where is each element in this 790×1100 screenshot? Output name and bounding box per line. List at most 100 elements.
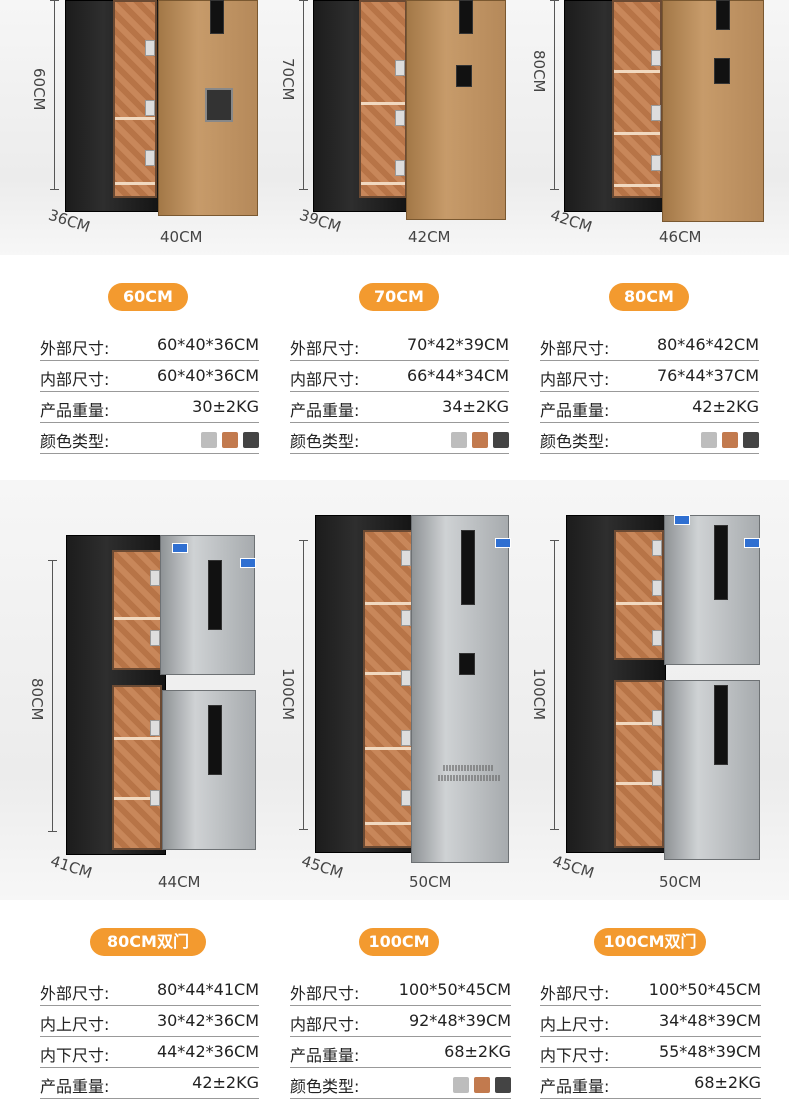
spec-row: 外部尺寸:60*40*36CM: [40, 330, 259, 361]
color-swatch-silver[interactable]: [201, 432, 217, 448]
spec-row: 内部尺寸:60*40*36CM: [40, 361, 259, 392]
sticker-icon: [172, 543, 188, 553]
brand-label-icon: [438, 775, 500, 781]
color-swatch-dark[interactable]: [493, 432, 509, 448]
product-image: 70CM 39CM 42CM: [263, 0, 526, 255]
color-row: 颜色类型:: [540, 423, 759, 454]
product-image: 80CM 42CM 46CM: [526, 0, 789, 255]
sticker-icon: [240, 558, 256, 568]
color-swatch-bronze[interactable]: [474, 1077, 490, 1093]
height-line: [48, 560, 57, 832]
height-line: [50, 0, 59, 190]
spec-row: 外部尺寸:100*50*45CM: [540, 975, 761, 1006]
size-badge: 100CM双门: [594, 928, 706, 956]
color-swatch-silver[interactable]: [453, 1077, 469, 1093]
width-dimension: 50CM: [409, 873, 452, 891]
color-swatch-silver[interactable]: [451, 432, 467, 448]
height-line: [550, 0, 559, 190]
fingerprint-icon: [714, 58, 730, 84]
product-card-80cm-double: 80CM 41CM 44CM 80CM双门 外部尺寸:80*44*41CM: [0, 480, 263, 1100]
color-row: 颜色类型:: [290, 423, 509, 454]
product-image: 80CM 41CM 44CM: [0, 480, 263, 900]
keypad-icon: [208, 560, 222, 630]
brand-label-icon: [443, 765, 493, 771]
spec-row: 内下尺寸:44*42*36CM: [40, 1037, 259, 1068]
spec-row: 内上尺寸:34*48*39CM: [540, 1006, 761, 1037]
height-line: [299, 540, 308, 830]
product-image: 60CM 36CM 40CM: [0, 0, 263, 255]
spec-row: 内下尺寸:55*48*39CM: [540, 1037, 761, 1068]
color-swatch-dark[interactable]: [743, 432, 759, 448]
spec-list: 外部尺寸:100*50*45CM 内部尺寸:92*48*39CM 产品重量:68…: [290, 975, 511, 1099]
spec-list: 外部尺寸:80*44*41CM 内上尺寸:30*42*36CM 内下尺寸:44*…: [40, 975, 259, 1099]
width-dimension: 42CM: [408, 228, 451, 246]
sticker-icon: [495, 538, 511, 548]
handle-icon: [205, 88, 233, 122]
height-dimension: 70CM: [279, 58, 297, 101]
color-row: 颜色类型:: [40, 423, 259, 454]
color-swatch-dark[interactable]: [495, 1077, 511, 1093]
keypad-icon: [714, 685, 728, 765]
width-dimension: 46CM: [659, 228, 702, 246]
color-swatch-silver[interactable]: [701, 432, 717, 448]
spec-list: 外部尺寸:100*50*45CM 内上尺寸:34*48*39CM 内下尺寸:55…: [540, 975, 761, 1099]
spec-row: 内上尺寸:30*42*36CM: [40, 1006, 259, 1037]
spec-row: 产品重量:42±2KG: [40, 1068, 259, 1099]
spec-list: 外部尺寸:60*40*36CM 内部尺寸:60*40*36CM 产品重量:30±…: [40, 330, 259, 454]
spec-list: 外部尺寸:70*42*39CM 内部尺寸:66*44*34CM 产品重量:34±…: [290, 330, 509, 454]
sticker-icon: [744, 538, 760, 548]
depth-dimension: 45CM: [550, 851, 597, 883]
fingerprint-icon: [459, 653, 475, 675]
color-swatch-dark[interactable]: [243, 432, 259, 448]
color-swatch-bronze[interactable]: [722, 432, 738, 448]
spec-row: 外部尺寸:100*50*45CM: [290, 975, 511, 1006]
sticker-icon: [674, 515, 690, 525]
color-row: 颜色类型:: [290, 1068, 511, 1099]
color-swatch-bronze[interactable]: [222, 432, 238, 448]
height-dimension: 100CM: [530, 668, 548, 721]
size-badge: 100CM: [359, 928, 439, 956]
width-dimension: 44CM: [158, 873, 201, 891]
spec-row: 产品重量:34±2KG: [290, 392, 509, 423]
spec-row: 产品重量:30±2KG: [40, 392, 259, 423]
height-dimension: 100CM: [279, 668, 297, 721]
height-line: [299, 0, 308, 190]
spec-row: 外部尺寸:70*42*39CM: [290, 330, 509, 361]
color-swatch-bronze[interactable]: [472, 432, 488, 448]
product-card-70cm: 70CM 39CM 42CM 70CM 外部尺寸:70*42*39CM 内部尺寸…: [263, 0, 526, 460]
fingerprint-icon: [456, 65, 472, 87]
height-line: [550, 540, 559, 830]
product-card-100cm: 100CM 45CM 50CM 100CM 外部尺寸:100*50*45: [263, 480, 526, 1100]
keypad-icon: [461, 530, 475, 605]
product-image: 100CM 45CM 50CM: [263, 480, 526, 900]
height-dimension: 60CM: [30, 68, 48, 111]
keypad-icon: [714, 525, 728, 600]
spec-row: 外部尺寸:80*46*42CM: [540, 330, 759, 361]
spec-list: 外部尺寸:80*46*42CM 内部尺寸:76*44*37CM 产品重量:42±…: [540, 330, 759, 454]
spec-row: 产品重量:68±2KG: [540, 1068, 761, 1099]
width-dimension: 40CM: [160, 228, 203, 246]
product-card-80cm: 80CM 42CM 46CM 80CM 外部尺寸:80*46*42CM 内部尺寸…: [526, 0, 789, 460]
keypad-icon: [210, 0, 224, 34]
keypad-icon: [208, 705, 222, 775]
spec-row: 内部尺寸:66*44*34CM: [290, 361, 509, 392]
depth-dimension: 41CM: [48, 851, 95, 883]
spec-row: 产品重量:42±2KG: [540, 392, 759, 423]
keypad-icon: [716, 0, 730, 30]
product-card-100cm-double: 100CM 45CM 50CM 100CM双门 外部尺寸:10: [526, 480, 789, 1100]
keypad-icon: [459, 0, 473, 34]
size-badge: 80CM双门: [90, 928, 206, 956]
size-badge: 60CM: [108, 283, 188, 311]
width-dimension: 50CM: [659, 873, 702, 891]
depth-dimension: 45CM: [299, 851, 346, 883]
spec-row: 产品重量:68±2KG: [290, 1037, 511, 1068]
spec-row: 内部尺寸:76*44*37CM: [540, 361, 759, 392]
size-badge: 80CM: [609, 283, 689, 311]
height-dimension: 80CM: [530, 50, 548, 93]
size-badge: 70CM: [359, 283, 439, 311]
spec-row: 外部尺寸:80*44*41CM: [40, 975, 259, 1006]
height-dimension: 80CM: [28, 678, 46, 721]
product-card-60cm: 60CM 36CM 40CM 60CM 外部尺寸:60*40*36CM 内部尺寸…: [0, 0, 263, 460]
spec-row: 内部尺寸:92*48*39CM: [290, 1006, 511, 1037]
product-image: 100CM 45CM 50CM: [526, 480, 789, 900]
